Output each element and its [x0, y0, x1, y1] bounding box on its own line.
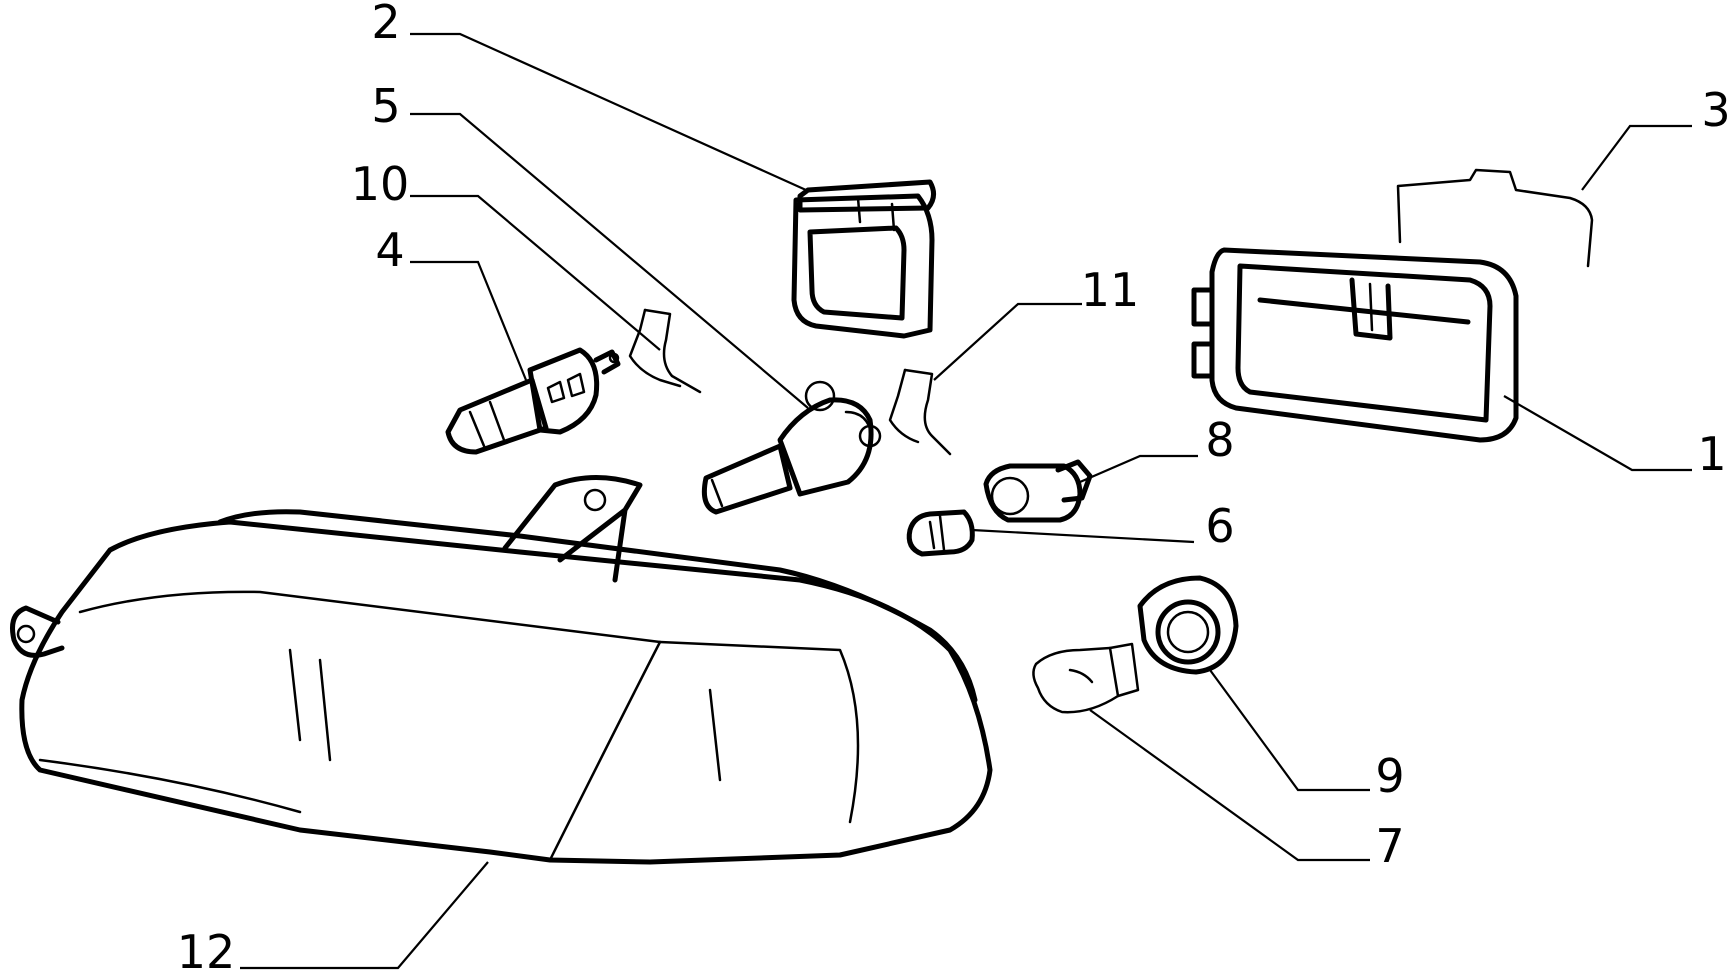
callout-12: 12 [177, 925, 236, 970]
callout-8: 8 [1205, 413, 1234, 467]
callout-5: 5 [371, 79, 400, 133]
callout-7: 7 [1375, 819, 1404, 873]
callout-11: 11 [1081, 263, 1140, 317]
spring-clip-11 [888, 368, 952, 456]
bayonet-socket [983, 459, 1093, 523]
callout-3: 3 [1701, 83, 1730, 137]
leader-8 [1079, 454, 1198, 484]
leader-5 [410, 112, 809, 409]
leader-7 [1089, 709, 1370, 862]
callout-labels: 2 5 10 4 11 3 1 8 6 9 7 12 [177, 0, 1731, 970]
callout-1: 1 [1697, 427, 1726, 481]
leader-2 [410, 32, 807, 192]
leader-10 [410, 194, 661, 351]
leader-6 [971, 528, 1195, 544]
spring-clip-10 [628, 308, 702, 394]
h7-bulb [701, 380, 882, 515]
leader-4 [410, 260, 528, 381]
leader-12 [240, 861, 489, 970]
leader-11 [933, 302, 1082, 381]
callout-4: 4 [375, 223, 404, 277]
callout-9: 9 [1375, 749, 1404, 803]
lamp-holder [1137, 575, 1239, 675]
socket-cover [791, 179, 936, 339]
callout-2: 2 [371, 0, 400, 49]
signal-bulb [1032, 642, 1140, 714]
retaining-wire [1396, 168, 1594, 268]
callout-10: 10 [351, 157, 410, 211]
leader-lines [240, 32, 1692, 970]
callout-6: 6 [1205, 499, 1234, 553]
headlamp-housing [10, 475, 993, 865]
halogen-bulb [445, 347, 621, 455]
leader-3 [1581, 124, 1692, 191]
rear-cover [1191, 247, 1519, 443]
leader-9 [1209, 669, 1370, 792]
leader-1 [1503, 395, 1692, 472]
wedge-bulb [906, 509, 975, 557]
